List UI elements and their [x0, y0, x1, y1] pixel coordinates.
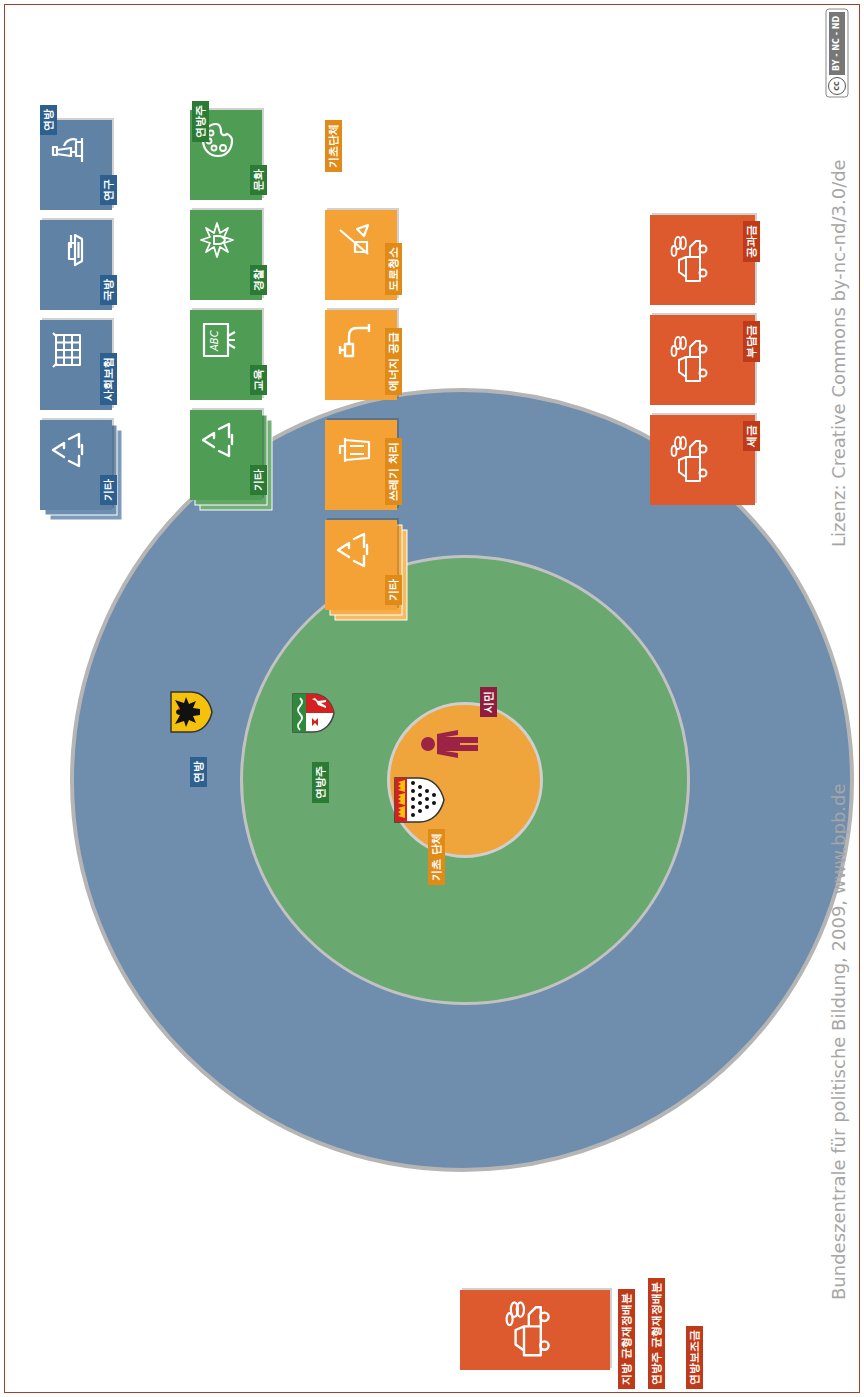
federal-ring: 연방연방주기초 단체시민 [70, 388, 854, 1172]
revenue-box: 공과금 [650, 215, 755, 305]
license-terms: BY - NC - ND [829, 16, 845, 71]
service-box: 국방 [40, 220, 112, 310]
node-label: 국방 [100, 275, 117, 305]
node-label: 쓰레기 처리 [385, 438, 402, 505]
ring-fill [72, 390, 852, 1170]
license-badge [826, 9, 848, 97]
service-box: 에너지 공급 [325, 310, 397, 400]
node-label: 기타 [250, 465, 267, 495]
node-label: 기타 [100, 475, 117, 505]
board-text: ABC [209, 330, 221, 351]
node-label: 연방주 균형재정배분 [648, 1278, 665, 1389]
license-badge-field [829, 12, 845, 75]
service-box: 사회보험 [40, 320, 112, 410]
citizen-node: 시민 [420, 657, 502, 772]
municipal-circle: 기초 단체시민 [387, 702, 543, 858]
frame-border [5, 5, 860, 1393]
node-label: 연방 [190, 757, 207, 787]
source-credit: Bundeszentrale für politische Bildung, 2… [828, 783, 850, 1300]
node-label: 기초 단체 [428, 829, 445, 885]
ring-shape [387, 702, 543, 858]
service-box: 도로청소 [325, 210, 397, 300]
node-label: 공과금 [743, 221, 760, 262]
service-box: 기타 [190, 410, 262, 500]
level-header: 기초단체 [325, 120, 342, 172]
ring-fill [389, 704, 542, 857]
node-label: 세금 [743, 421, 760, 451]
node-label: 에너지 공급 [385, 328, 402, 395]
license-note: Lizenz: Creative Commons by-nc-nd/3.0/de [828, 159, 850, 547]
service-box: 교육 [190, 310, 262, 400]
node-label: 교육 [250, 365, 267, 395]
level-header: 연방 [40, 105, 57, 135]
ring-fill [242, 557, 689, 1004]
node-label: 경찰 [250, 265, 267, 295]
node-label: 사회보험 [100, 353, 117, 405]
service-box: 기타 [40, 420, 112, 510]
revenue-box: 세금 [650, 415, 755, 505]
equalization-box: 지방 균형재정배분연방주 균형재정배분연방보조금 [460, 1290, 610, 1370]
service-box: 경찰 [190, 210, 262, 300]
node-label: 문화 [250, 165, 267, 195]
level-header: 연방주 [192, 101, 209, 142]
node-label: 시민 [480, 687, 497, 717]
node-label: 부담금 [743, 321, 760, 362]
node-label: 연방주 [312, 762, 329, 803]
node-label: 연구 [100, 175, 117, 205]
license-mark: cc [828, 77, 846, 95]
node-label: 기타 [385, 575, 402, 605]
service-box: 기타 [325, 520, 397, 610]
state-ring: 연방주기초 단체시민 [240, 555, 690, 1005]
node-label: 도로청소 [385, 243, 402, 295]
service-box: 쓰레기 처리 [325, 420, 397, 510]
node-label: 연방보조금 [686, 1326, 703, 1389]
node-label: 지방 균형재정배분 [618, 1289, 635, 1389]
revenue-box: 부담금 [650, 315, 755, 405]
